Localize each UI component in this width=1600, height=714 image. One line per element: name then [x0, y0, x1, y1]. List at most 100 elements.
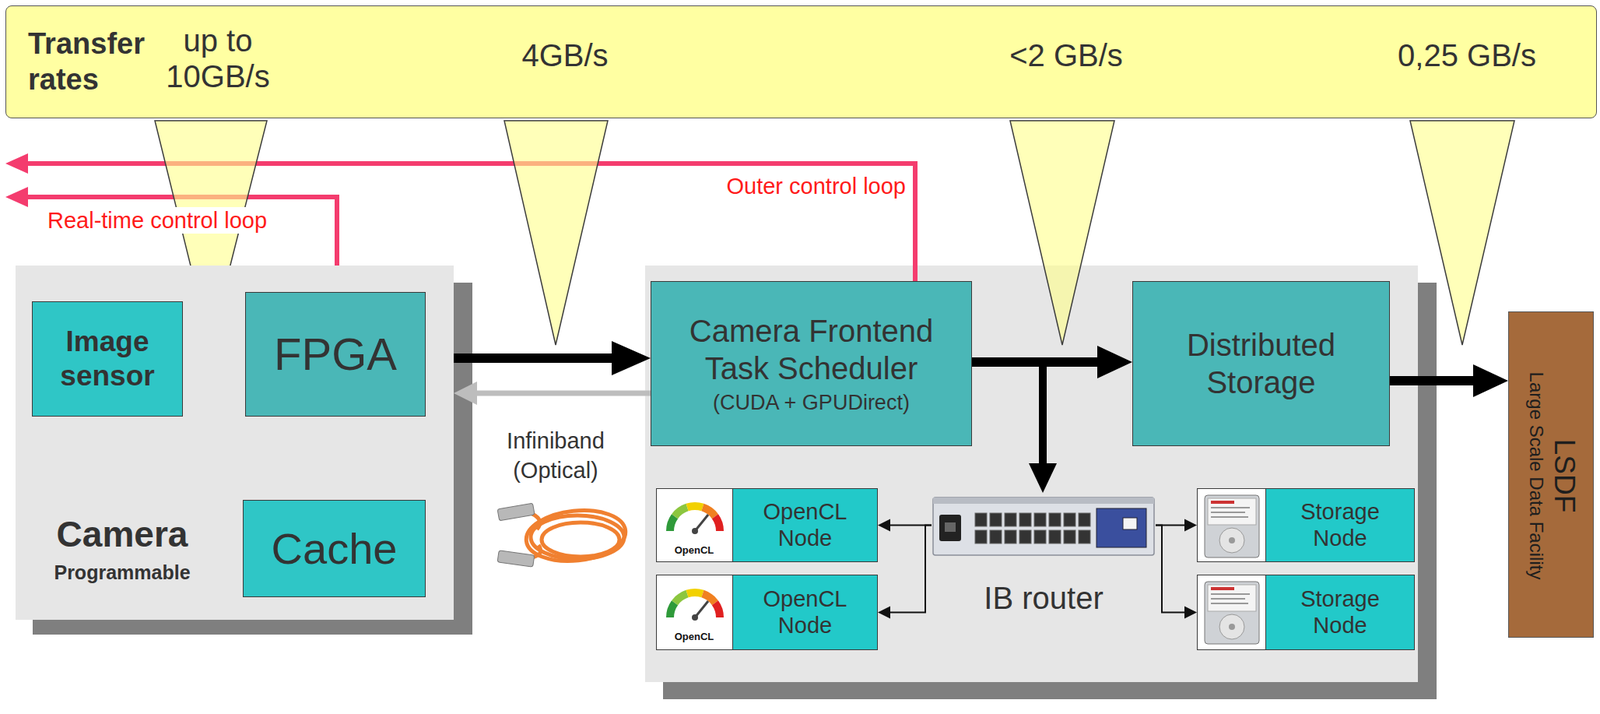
- power-pin: [944, 522, 956, 532]
- transfer-rate: 0,25 GB/s: [1397, 37, 1537, 74]
- router-port: [1078, 512, 1091, 527]
- facility-subtitle: Large Scale Data Facility: [1523, 371, 1547, 579]
- node-text-area: Storage Node: [1266, 575, 1415, 650]
- connector-line: [971, 361, 1043, 470]
- annotation-label: OpenCL: [674, 544, 715, 557]
- connector-arrow: [971, 361, 1057, 493]
- disk-logo: [1210, 500, 1235, 504]
- hard-disk-icon: [1197, 575, 1267, 650]
- rj45-port: [1122, 517, 1137, 530]
- gauge-segment: [702, 593, 716, 604]
- router-port: [1034, 529, 1046, 544]
- connector-arrow: [1155, 525, 1197, 619]
- disk-sticker: [1207, 498, 1257, 525]
- router-port: [989, 529, 1002, 544]
- disk-print: [1210, 602, 1249, 604]
- camera-subtitle: Programmable: [24, 561, 220, 584]
- connector-arrow: [877, 525, 932, 619]
- node-name: OpenCL Node: [750, 585, 860, 639]
- disk-platter: [1219, 527, 1245, 553]
- router-port: [1004, 512, 1017, 527]
- network-router: IB router: [931, 492, 1156, 625]
- router-vent: [933, 497, 1155, 504]
- node-text-area: Storage Node: [1266, 488, 1415, 562]
- control-loop-head: [5, 186, 29, 208]
- process-box: FPGA: [245, 291, 426, 417]
- cable-plug: [497, 502, 535, 521]
- box-title: Distributed Storage: [1143, 326, 1379, 401]
- annotation-label: OpenCL: [674, 631, 715, 643]
- router-port: [1019, 529, 1032, 544]
- annotation-label: Real-time control loop: [45, 207, 270, 235]
- optical-cable: [497, 502, 629, 567]
- power-socket: [939, 514, 962, 541]
- connector-arrow: [453, 381, 651, 405]
- facility-box: LSDFLarge Scale Data Facility: [1508, 311, 1594, 638]
- arrow-head: [1028, 463, 1057, 493]
- disk-body: [1204, 494, 1260, 558]
- router-port: [1063, 512, 1076, 527]
- arrow-head: [453, 381, 478, 405]
- disk-body: [1204, 581, 1260, 644]
- icon-area: [1197, 575, 1267, 650]
- transfer-rate: <2 GB/s: [1009, 37, 1123, 74]
- router-port: [1049, 529, 1061, 544]
- connector-line: [472, 390, 651, 397]
- annotation-label: Outer control loop: [726, 172, 906, 200]
- gauge-segment: [674, 507, 688, 517]
- gauge-segment: [715, 515, 720, 531]
- storage-node: Storage Node: [1196, 574, 1415, 650]
- storage-node: Storage Node: [1196, 487, 1415, 562]
- camera-housing: CameraProgrammable Image sensor FPGA Cache: [15, 265, 454, 620]
- process-box: Image sensor: [31, 301, 183, 417]
- gauge-segment: [687, 592, 703, 594]
- router-port: [975, 529, 987, 544]
- router-body: [933, 497, 1155, 555]
- disk-print: [1210, 592, 1250, 595]
- gauge-needle: [694, 600, 709, 618]
- gauge-segment: [674, 593, 688, 604]
- gauge-segment: [687, 505, 703, 508]
- arrow-head: [611, 340, 651, 376]
- connector-line: [453, 353, 620, 363]
- disk-sticker: [1207, 584, 1257, 611]
- gauge-hub: [691, 527, 699, 534]
- router-port: [1049, 512, 1061, 527]
- connector-line: [1389, 375, 1481, 386]
- router-port: [1063, 529, 1076, 544]
- disk-platter: [1219, 614, 1245, 639]
- cable-coil: [523, 505, 629, 565]
- router-name: IB router: [931, 579, 1156, 616]
- arrow-head: [1184, 519, 1197, 532]
- router-illustration: [931, 492, 1156, 562]
- process-box: Cache: [242, 499, 426, 597]
- node-name: Storage Node: [1285, 498, 1395, 551]
- disk-print: [1210, 597, 1246, 600]
- router-port: [1078, 529, 1091, 544]
- process-box: Camera Frontend Task Scheduler(CUDA + GP…: [650, 280, 972, 446]
- gauge-segment: [670, 515, 675, 531]
- router-port: [975, 512, 987, 527]
- gauge-hub: [691, 614, 699, 621]
- cable-loop: [523, 505, 629, 565]
- box-subtitle: (CUDA + GPUDirect): [712, 389, 910, 415]
- camera-caption: CameraProgrammable: [24, 513, 220, 584]
- transfer-rate: up to 10GB/s: [151, 22, 285, 95]
- router-label-plate: [1096, 508, 1147, 548]
- annotation-label: Infiniband (Optical): [477, 426, 634, 485]
- rate-funnel: [1410, 120, 1515, 345]
- band-heading: Transfer rates: [28, 26, 169, 98]
- arrow-head: [877, 606, 891, 619]
- control-loop-line: [23, 163, 916, 281]
- connector-line: [887, 525, 932, 613]
- node-name: OpenCL Node: [750, 498, 860, 551]
- router-port: [1004, 529, 1017, 544]
- arrow-head: [1097, 345, 1133, 379]
- icon-area: [1197, 488, 1267, 562]
- rate-band: Transfer ratesup to 10GB/s4GB/s<2 GB/s0,…: [5, 5, 1597, 119]
- rate-funnel: [504, 120, 608, 345]
- arrow-head: [1184, 606, 1197, 619]
- hard-disk-icon: [1197, 488, 1267, 563]
- camera-title: Camera: [24, 513, 220, 555]
